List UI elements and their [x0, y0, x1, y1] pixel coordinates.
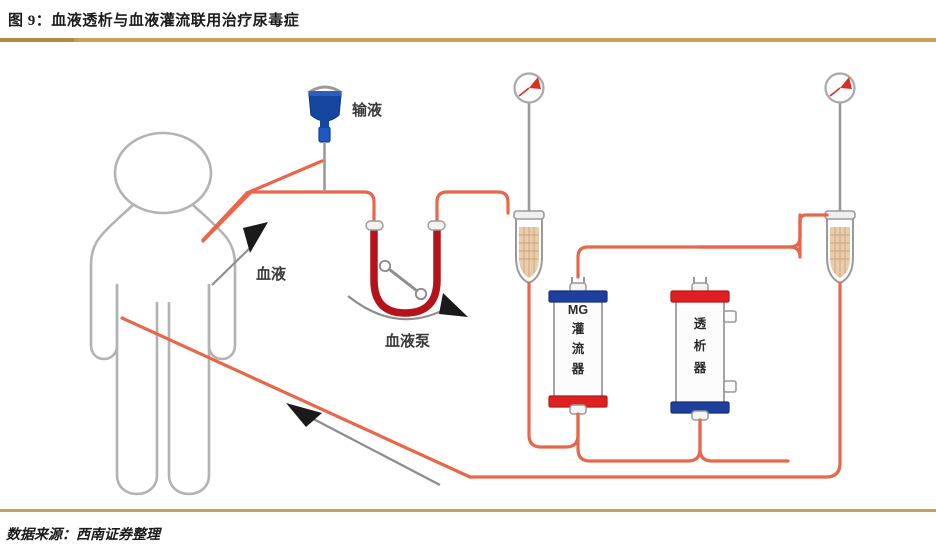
figure-source: 数据来源：西南证券整理	[6, 528, 160, 543]
pressure-gauge-right	[824, 72, 856, 215]
pressure-gauge-left	[513, 72, 545, 215]
dialyzer-side-port-lower	[723, 380, 737, 393]
label-infusion: 输液	[352, 102, 383, 119]
blood-line-perfusion-to-dialyzer	[576, 412, 702, 463]
dialyzer	[670, 277, 737, 421]
label-blood: 血液	[256, 266, 287, 283]
dialyzer-label-3: 器	[693, 361, 707, 375]
blood-pump	[347, 220, 468, 321]
dialyzer-label-2: 析	[693, 339, 707, 353]
dialyzer-label-1: 透	[693, 317, 707, 331]
pump-arrow-head	[439, 293, 468, 317]
title-divider	[0, 38, 936, 42]
blood-label-arrow	[211, 222, 268, 286]
perfusion-cartridge-label-mg: MG	[567, 303, 589, 317]
blood-line-perfusion-top	[576, 245, 702, 279]
diagram-svg	[89, 72, 856, 496]
pump-roller-arm	[378, 259, 428, 301]
patient-silhouette	[89, 131, 237, 496]
figure-title: 图 9：血液透析与血液灌流联用治疗尿毒症	[8, 13, 300, 29]
perfusion-cartridge-label-2: 流	[571, 342, 585, 356]
perfusion-cartridge-label-3: 器	[571, 362, 585, 376]
dialyzer-side-port-upper	[723, 310, 737, 323]
blood-line-venous-return	[120, 281, 842, 479]
perfusion-cartridge-label-1: 灌	[571, 322, 585, 336]
blood-line-right-into-chamber	[788, 213, 829, 249]
blood-line-top-run	[248, 190, 510, 227]
blood-line-right-upper	[698, 219, 802, 249]
blood-line-shoulder-connector	[201, 189, 254, 243]
dialysis-diagram: 输液 血液 血液泵 MG 灌 流 器 透 析 器	[0, 45, 936, 507]
pump-clamp-left	[365, 220, 384, 231]
drip-chamber-left	[513, 210, 545, 285]
return-flow-arrow	[286, 403, 441, 487]
title-divider-cap	[0, 38, 74, 42]
pump-clamp-right	[427, 220, 446, 231]
drip-chamber-right	[824, 210, 856, 285]
iv-bag	[307, 85, 343, 192]
perfusion-cartridge	[548, 277, 608, 415]
perfusion-cap-top	[548, 290, 608, 303]
source-divider	[0, 509, 936, 512]
dialyzer-cap-top	[670, 290, 730, 303]
label-blood-pump: 血液泵	[385, 333, 431, 350]
